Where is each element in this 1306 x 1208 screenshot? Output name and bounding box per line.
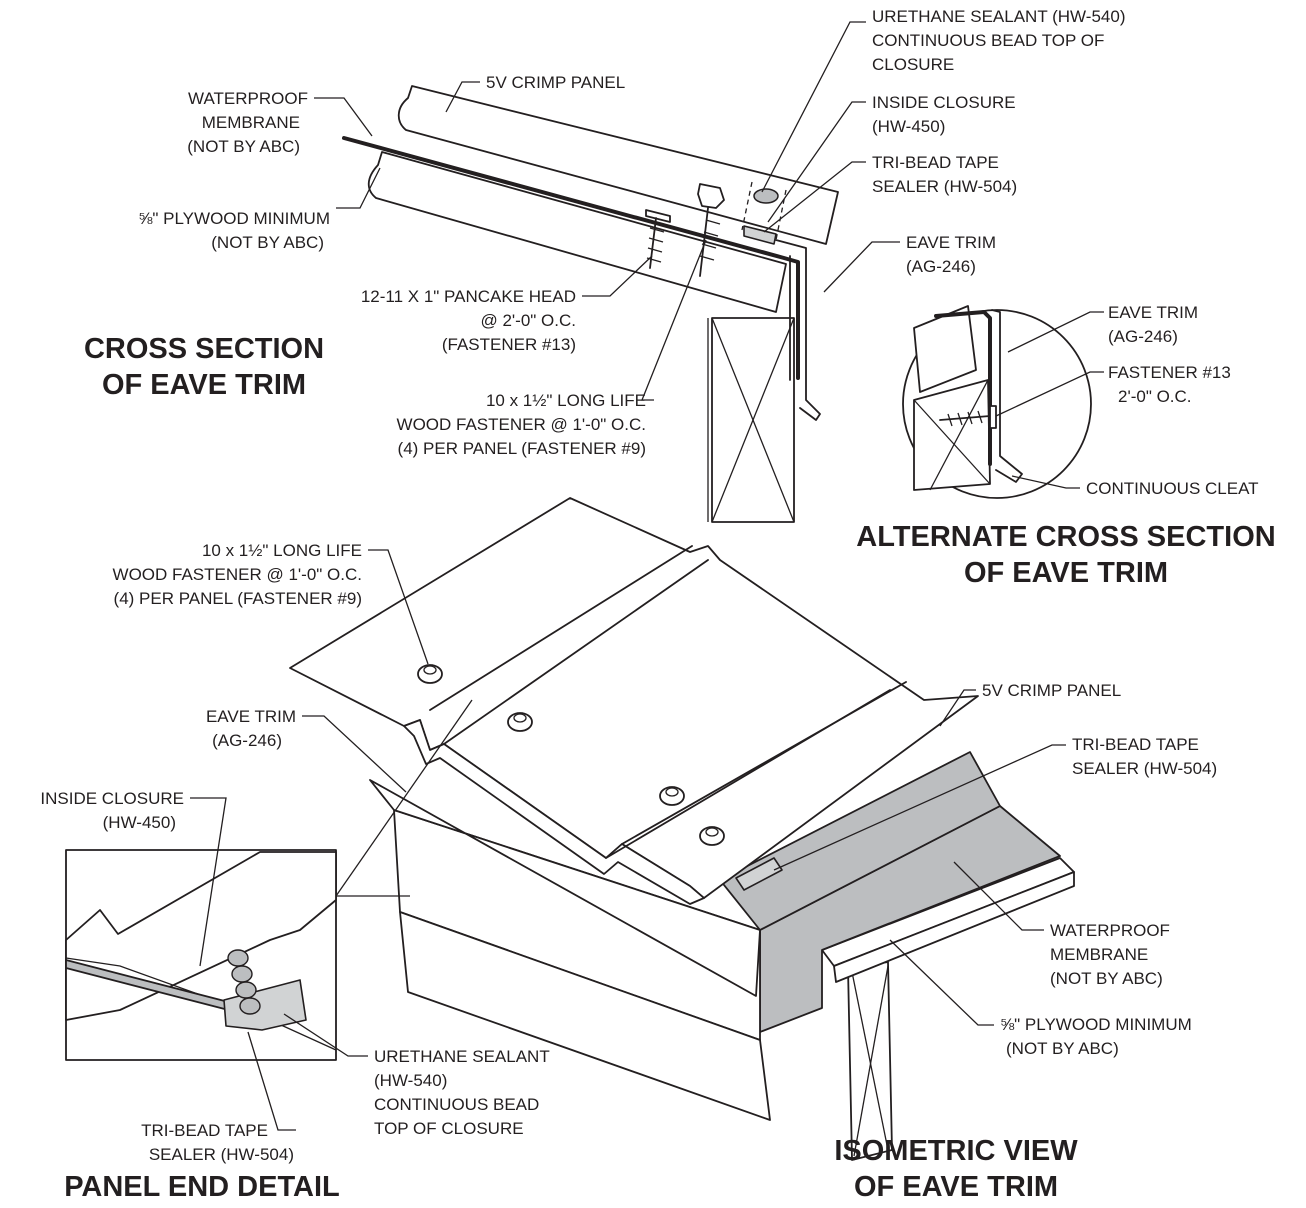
- isometric-drawing: [289, 497, 1075, 1161]
- pancake-label-line2: @ 2'-0" O.C.: [480, 311, 576, 330]
- urethane-bead: [227, 949, 261, 1015]
- pe-urethane-label-line3: CONTINUOUS BEAD: [374, 1095, 539, 1114]
- iso-panel-label: 5V CRIMP PANEL: [982, 681, 1121, 700]
- iso-wood-fastener-label-line3: (4) PER PANEL (FASTENER #9): [114, 589, 362, 608]
- iso-rafter: [847, 961, 893, 1161]
- pe-closure-label-line2: (HW-450): [103, 813, 176, 832]
- alternate-cross-section-drawing: [902, 305, 1092, 499]
- membrane-label-line1: WATERPROOF: [188, 89, 308, 108]
- iso-tribead-label-line1: TRI-BEAD TAPE: [1072, 735, 1199, 754]
- membrane-label-line3: (NOT BY ABC): [187, 137, 300, 156]
- urethane-label-line2: CONTINUOUS BEAD TOP OF: [872, 31, 1104, 50]
- iso-membrane-label-line2: MEMBRANE: [1050, 945, 1148, 964]
- iso-wood-fastener-label-line2: WOOD FASTENER @ 1'-0" O.C.: [113, 565, 362, 584]
- cross-section-title-line1: CROSS SECTION: [84, 333, 324, 365]
- iso-membrane-label-line3: (NOT BY ABC): [1050, 969, 1163, 988]
- membrane-section: [342, 136, 800, 380]
- panel-end-detail-drawing: [65, 849, 410, 1061]
- plywood-label-line2: (NOT BY ABC): [211, 233, 324, 252]
- pancake-label-line1: 12-11 X 1" PANCAKE HEAD: [361, 287, 576, 306]
- iso-eave-trim-label-line1: EAVE TRIM: [206, 707, 296, 726]
- alternate-fastener: [939, 405, 997, 429]
- alt-cleat-label: CONTINUOUS CLEAT: [1086, 479, 1259, 498]
- plywood-label-line1: ⅝" PLYWOOD MINIMUM: [138, 209, 330, 228]
- panel-end-title: PANEL END DETAIL: [64, 1171, 340, 1203]
- iso-wood-fastener-label-line1: 10 x 1½" LONG LIFE: [202, 541, 362, 560]
- crimp-panel-section: [397, 85, 839, 245]
- cross-section-title-line2: OF EAVE TRIM: [102, 369, 306, 401]
- pancake-fastener: [645, 209, 671, 269]
- iso-tribead-label-line2: SEALER (HW-504): [1072, 759, 1217, 778]
- wood-fastener-label-line3: (4) PER PANEL (FASTENER #9): [398, 439, 646, 458]
- tribead-label-line2: SEALER (HW-504): [872, 177, 1017, 196]
- iso-plywood-label-line2: (NOT BY ABC): [1006, 1039, 1119, 1058]
- pancake-label-line3: (FASTENER #13): [442, 335, 576, 354]
- iso-plywood-label-line1: ⅝" PLYWOOD MINIMUM: [1000, 1015, 1192, 1034]
- urethane-label-line1: URETHANE SEALANT (HW-540): [872, 7, 1125, 26]
- iso-crimp-panel: [289, 497, 979, 905]
- iso-eave-trim-label-line2: (AG-246): [212, 731, 282, 750]
- alt-fastener-label-line2: 2'-0" O.C.: [1118, 387, 1192, 406]
- wood-fastener-label-line1: 10 x 1½" LONG LIFE: [486, 391, 646, 410]
- iso-tribead-tape: [735, 857, 783, 891]
- pe-tribead-label-line1: TRI-BEAD TAPE: [141, 1121, 268, 1140]
- closure-label-line2: (HW-450): [872, 117, 945, 136]
- crimp-panel-label: 5V CRIMP PANEL: [486, 73, 625, 92]
- alt-eave-trim-label-line2: (AG-246): [1108, 327, 1178, 346]
- pe-tribead-label-line2: SEALER (HW-504): [149, 1145, 294, 1164]
- inside-closure-section: [741, 181, 787, 245]
- membrane-label-line2: MEMBRANE: [202, 113, 300, 132]
- urethane-label-line3: CLOSURE: [872, 55, 954, 74]
- pe-urethane-label-line2: (HW-540): [374, 1071, 447, 1090]
- pe-urethane-label-line1: URETHANE SEALANT: [374, 1047, 550, 1066]
- eave-trim-section: [775, 239, 821, 421]
- iso-membrane-label-line1: WATERPROOF: [1050, 921, 1170, 940]
- alt-fastener-label-line1: FASTENER #13: [1108, 363, 1231, 382]
- iso-plywood: [821, 857, 1075, 983]
- alternate-title-line2: OF EAVE TRIM: [964, 557, 1168, 589]
- wood-fastener: [697, 183, 725, 277]
- wood-fastener-label-line2: WOOD FASTENER @ 1'-0" O.C.: [397, 415, 646, 434]
- eave-trim-label-line2: (AG-246): [906, 257, 976, 276]
- fastener-head: [507, 712, 533, 732]
- fastener-head: [417, 664, 443, 684]
- pe-closure-label-line1: INSIDE CLOSURE: [40, 789, 184, 808]
- alt-eave-trim-label-line1: EAVE TRIM: [1108, 303, 1198, 322]
- iso-fastener-heads: [417, 664, 725, 846]
- fascia-block: [707, 317, 795, 523]
- pe-urethane-label-line4: TOP OF CLOSURE: [374, 1119, 524, 1138]
- cross-section-drawing: [342, 85, 839, 523]
- isometric-title-line1: ISOMETRIC VIEW: [834, 1135, 1078, 1167]
- fastener-head: [659, 786, 685, 806]
- isometric-title-line2: OF EAVE TRIM: [854, 1171, 1058, 1203]
- eave-trim-label-line1: EAVE TRIM: [906, 233, 996, 252]
- tribead-label-line1: TRI-BEAD TAPE: [872, 153, 999, 172]
- closure-label-line1: INSIDE CLOSURE: [872, 93, 1016, 112]
- iso-fascia: [369, 779, 771, 1121]
- alternate-title-line1: ALTERNATE CROSS SECTION: [856, 521, 1275, 553]
- plywood-section: [367, 151, 787, 313]
- fastener-head: [699, 826, 725, 846]
- leader-lines: [190, 21, 1104, 1131]
